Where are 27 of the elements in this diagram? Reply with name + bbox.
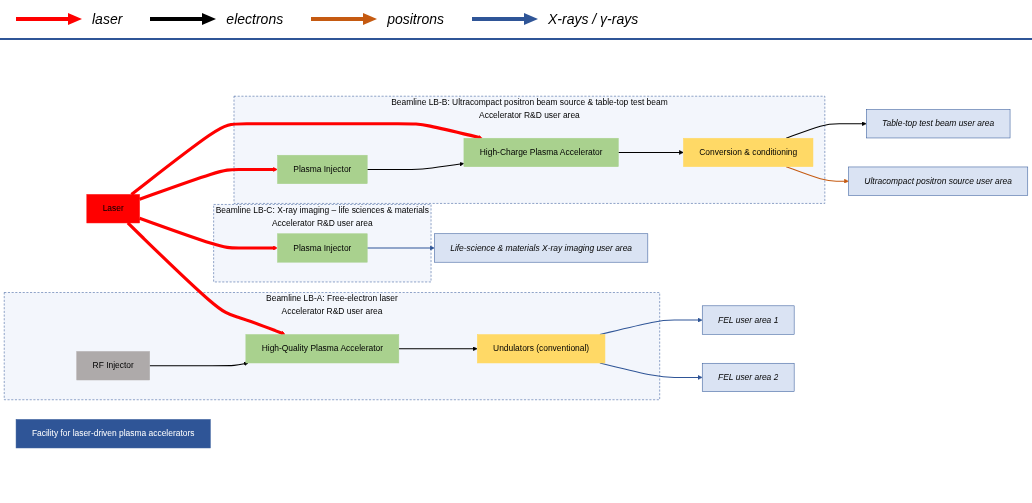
node-box: FEL user area 1 xyxy=(701,305,795,335)
node-box: High-Charge Plasma Accelerator xyxy=(463,138,619,168)
arrow xyxy=(149,361,249,367)
node-box: Undulators (conventional) xyxy=(477,334,606,364)
node-box: Facility for laser-driven plasma accelerators xyxy=(15,419,211,449)
arrow xyxy=(139,217,278,251)
arrow xyxy=(785,121,867,140)
node-box: Conversion & conditioning xyxy=(683,138,814,168)
arrow xyxy=(139,167,278,202)
node-box: Plasma Injector xyxy=(277,155,368,185)
legend-label: laser xyxy=(92,11,123,27)
node-box: Plasma Injector xyxy=(277,233,368,263)
node-box: FEL user area 2 xyxy=(701,363,795,393)
node-box: Laser xyxy=(86,194,140,224)
legend-label: positrons xyxy=(387,11,444,27)
node-box: Life-science & materials X-ray imaging user area xyxy=(434,233,649,263)
node-box: Ultracompact positron source user area xyxy=(848,167,1029,197)
node-box: RF Injector xyxy=(76,351,150,381)
legend-label: X-rays / γ-rays xyxy=(548,11,639,27)
node-box: High-Quality Plasma Accelerator xyxy=(245,334,400,364)
arrow xyxy=(366,162,465,171)
arrow xyxy=(126,222,286,336)
arrow xyxy=(617,150,684,156)
arrow xyxy=(398,346,478,352)
node-box: Table-top test beam user area xyxy=(866,109,1011,139)
arrow xyxy=(366,246,435,251)
legend-label: electrons xyxy=(226,11,284,27)
